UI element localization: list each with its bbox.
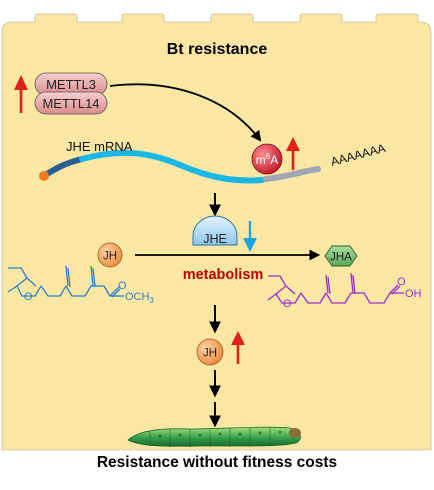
- m6a-tail: A: [270, 153, 278, 167]
- outcome-caption: Resistance without fitness costs: [96, 454, 338, 471]
- m6a-up-arrow-icon: [286, 137, 300, 170]
- jh-structure: [7, 265, 124, 298]
- methylation-arrow: [109, 83, 262, 142]
- jhe-label: JHE: [203, 232, 227, 246]
- jh-molecule-center: JH: [196, 338, 224, 366]
- mettl14-bubble: [34, 91, 108, 115]
- jh-up-arrow-icon: [231, 331, 245, 364]
- mrna-polya-tail: [263, 166, 321, 182]
- m6a-sup: 6: [266, 152, 271, 161]
- jh-methyl-ester: OCH3: [125, 291, 154, 305]
- jh-label-center: JH: [203, 348, 217, 360]
- svg-text:m6A: m6A: [256, 152, 278, 167]
- mrna-cap: [39, 171, 49, 181]
- mettl-complex: METTL3 METTL14: [34, 72, 108, 115]
- mrna-label: JHE mRNA: [66, 139, 133, 154]
- jha-acid-group: OH: [405, 288, 422, 300]
- mettl14-label: METTL14: [42, 96, 99, 111]
- mrna-main-segment: [79, 149, 265, 184]
- jh-carbonyl-o: O: [118, 280, 127, 292]
- jhe-down-arrow-icon: [243, 221, 257, 252]
- jha-label: JHA: [330, 252, 352, 264]
- jh-epoxide-o: O: [24, 291, 33, 303]
- jha-structure: [267, 272, 404, 304]
- jha-epoxide-o: O: [283, 298, 292, 310]
- up-arrow-icon: [14, 75, 28, 113]
- jha-molecule: JHA: [324, 245, 358, 267]
- jha-carbonyl-o: O: [397, 276, 406, 288]
- jhe-mrna: [39, 149, 321, 184]
- larva-icon: [127, 426, 301, 447]
- jhe-enzyme: JHE: [192, 215, 238, 246]
- jh-label-left: JH: [103, 251, 117, 263]
- methyl-group: OCH: [125, 291, 150, 303]
- m6a-base: m: [256, 153, 266, 167]
- m6a-modification: m6A: [251, 143, 283, 175]
- methyl-sub: 3: [149, 296, 154, 305]
- jh-molecule-left: JH: [97, 242, 123, 268]
- metabolism-label: metabolism: [183, 267, 264, 283]
- diagram-title: Bt resistance: [167, 41, 268, 58]
- mettl3-label: METTL3: [46, 77, 96, 92]
